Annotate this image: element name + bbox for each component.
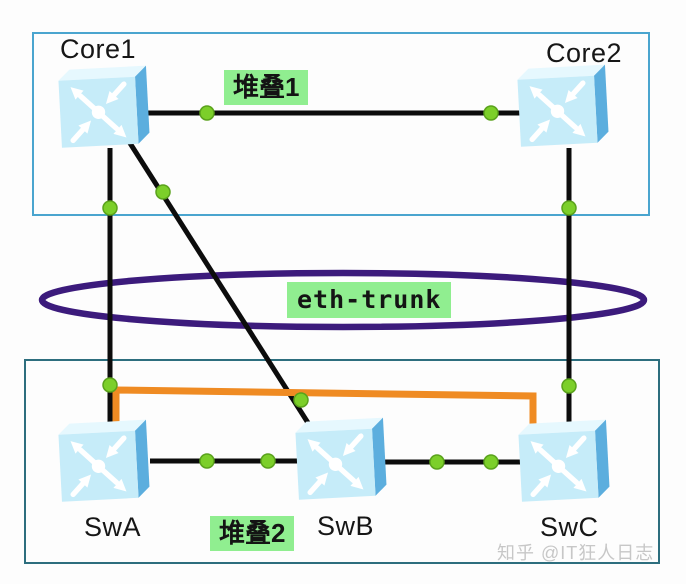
link-status-dot [102, 200, 118, 216]
link-status-dot [155, 184, 171, 200]
stack1-group-box [32, 32, 650, 216]
link-swa-swc-orange [112, 386, 537, 428]
stack1-tag: 堆叠1 [224, 70, 309, 106]
switch-icon-swa [56, 415, 157, 512]
switch-icon-core2 [515, 60, 616, 157]
switch-icon-core1 [56, 61, 157, 158]
link-status-dot [199, 105, 215, 121]
node-label-swc: SwC [540, 512, 599, 542]
watermark: 知乎 @IT狂人日志 [497, 543, 655, 563]
node-label-core2: Core2 [546, 38, 623, 68]
link-status-dot [102, 377, 118, 393]
node-label-swa: SwA [84, 512, 142, 542]
eth-trunk-ellipse [38, 269, 648, 331]
link-status-dot [293, 392, 309, 408]
link-status-dot [561, 378, 577, 394]
link-status-dot [561, 200, 577, 216]
link-status-dot [260, 453, 276, 469]
stack2-group-box [24, 359, 660, 564]
stack2-tag: 堆叠2 [210, 516, 295, 552]
link-status-dot [199, 453, 215, 469]
link-core1-swb [125, 138, 313, 428]
link-status-dot [429, 454, 445, 470]
link-status-dot [483, 454, 499, 470]
switch-icon-swc [516, 415, 617, 512]
node-label-core1: Core1 [60, 34, 137, 64]
link-status-dot [483, 105, 499, 121]
switch-icon-swb [293, 413, 394, 510]
node-label-swb: SwB [317, 511, 375, 541]
eth-trunk-tag: eth-trunk [287, 282, 452, 318]
